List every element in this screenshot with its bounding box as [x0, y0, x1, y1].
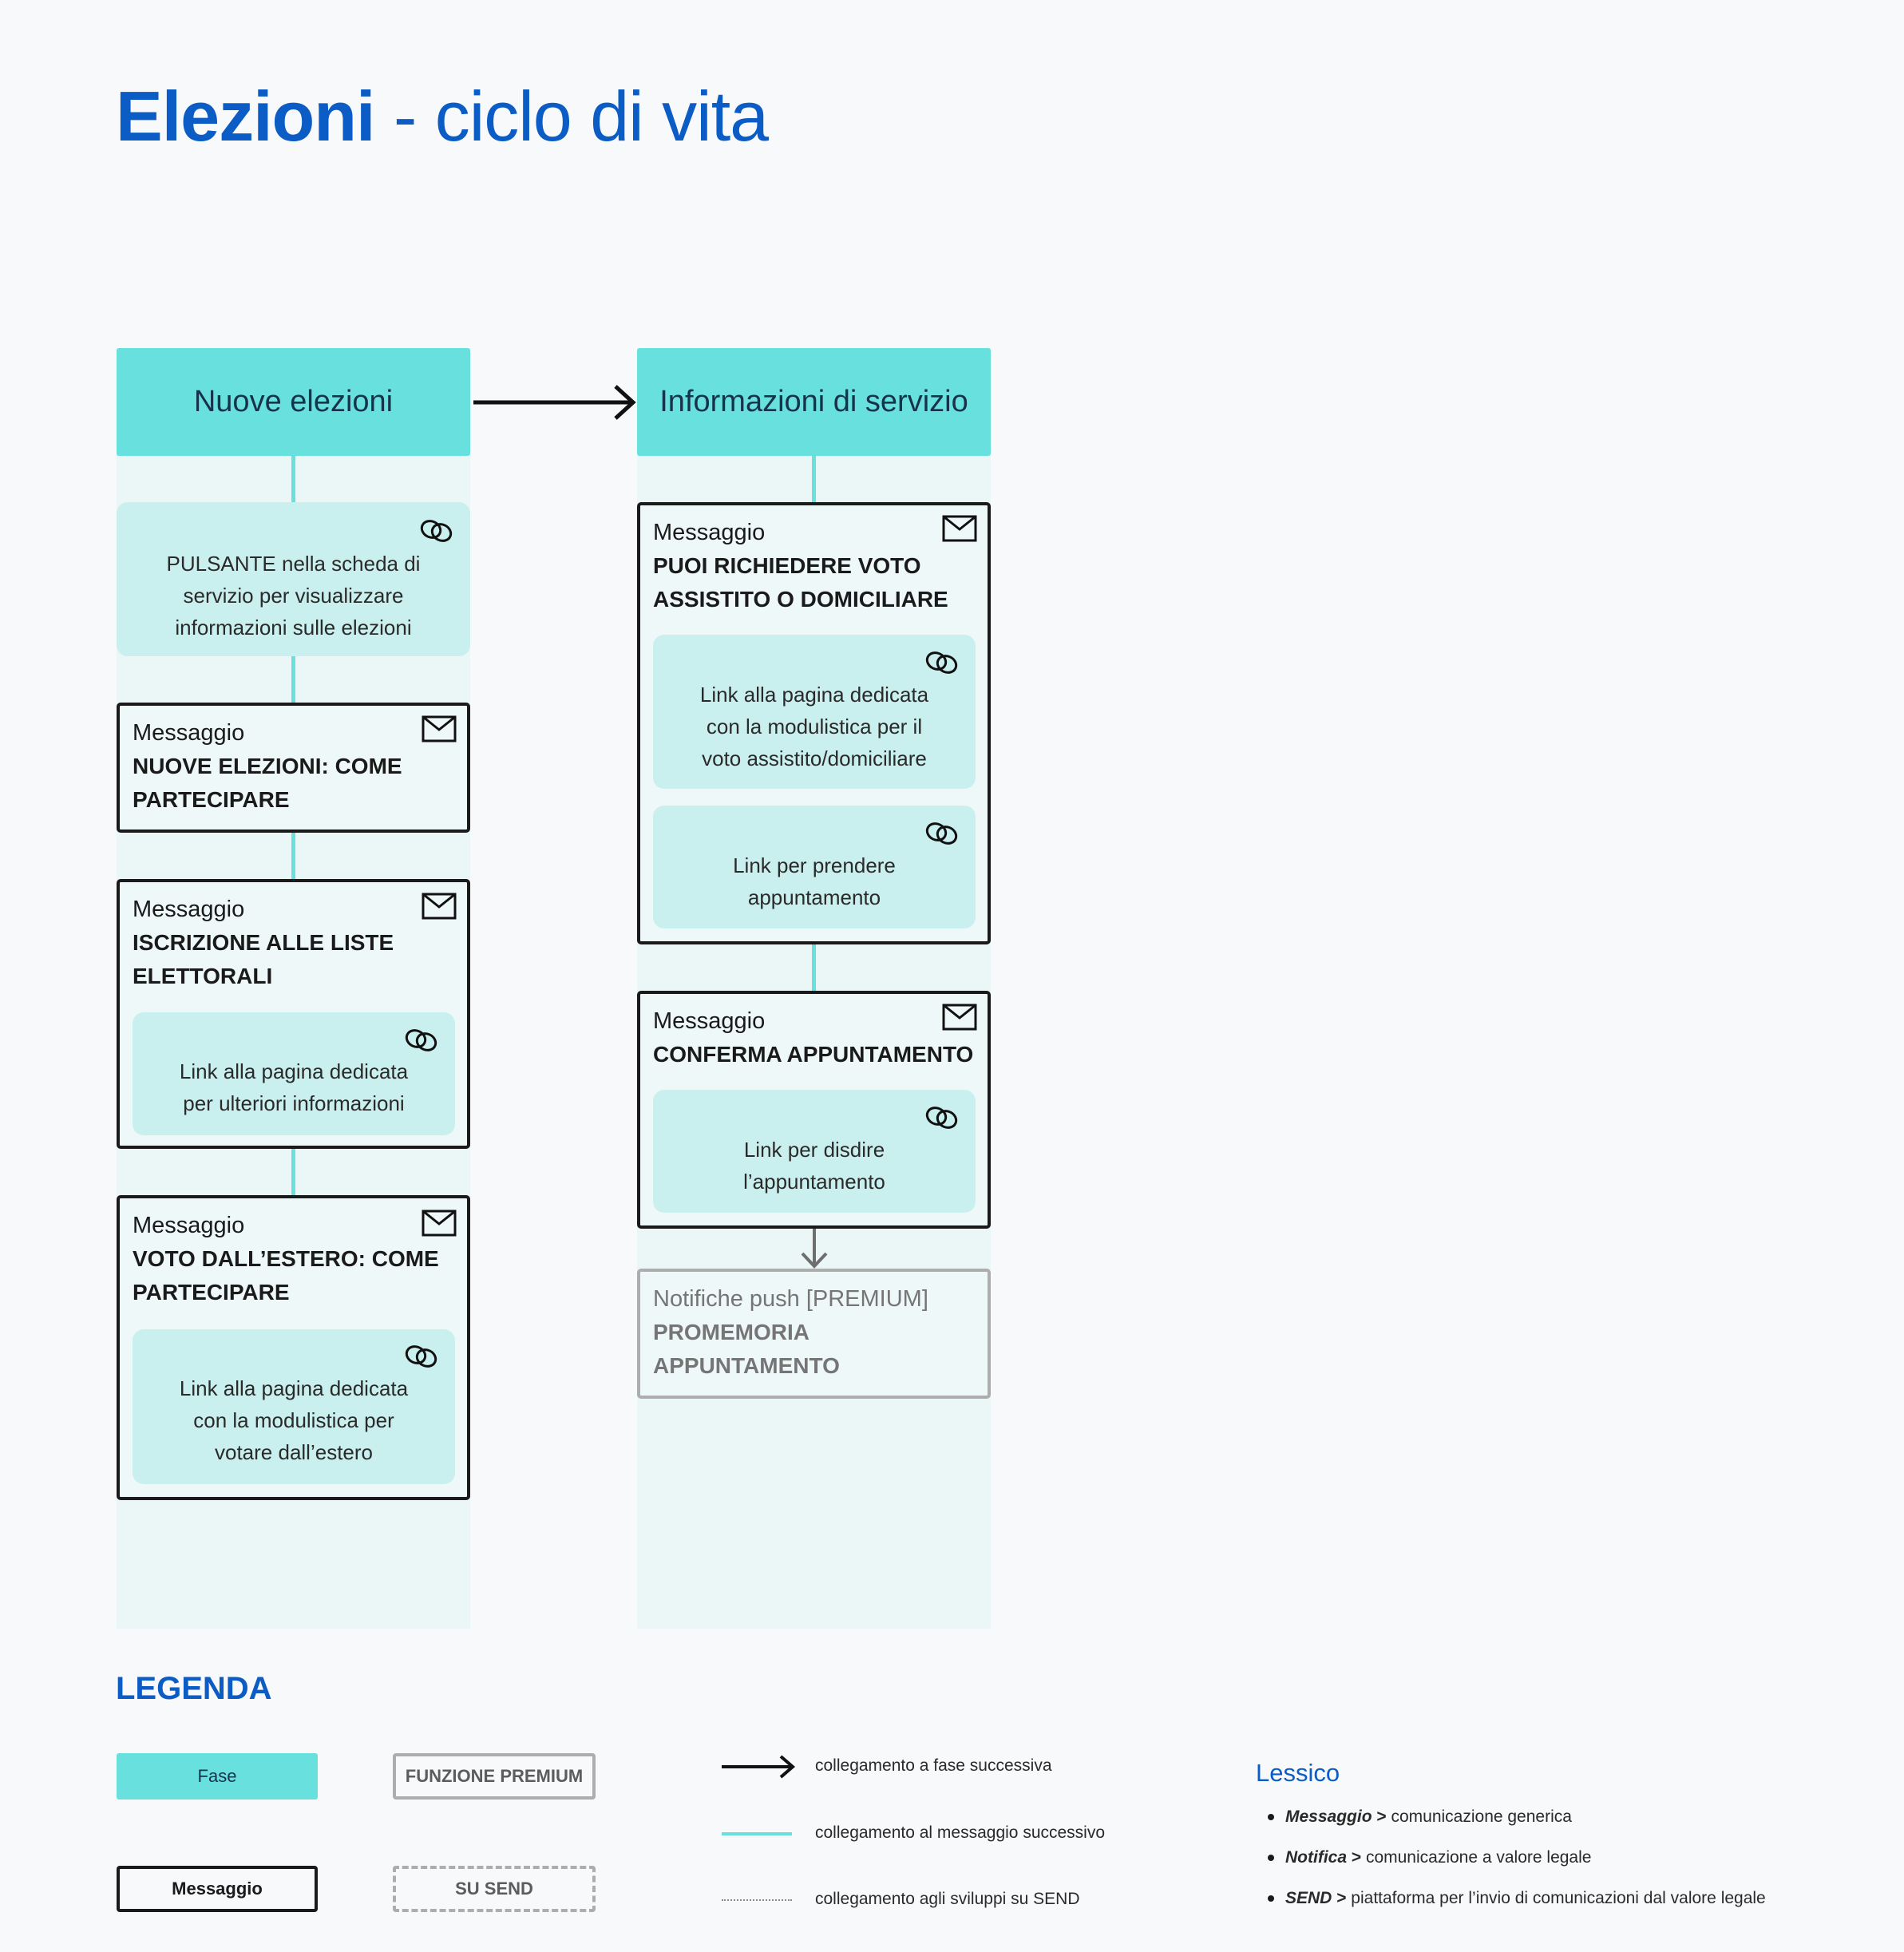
- title-rest: - ciclo di vita: [374, 77, 769, 156]
- bullet-icon: [1268, 1855, 1274, 1862]
- legend-send-label: SU SEND: [455, 1879, 533, 1899]
- legend-premium: FUNZIONE PREMIUM: [393, 1753, 596, 1800]
- connector-line: [291, 656, 295, 703]
- legend-messaggio: Messaggio: [117, 1866, 318, 1912]
- lessico-heading: Lessico: [1256, 1759, 1340, 1787]
- button-card: PULSANTE nella scheda di servizio per vi…: [117, 502, 470, 656]
- link-text: Link per prendere appuntamento: [733, 853, 896, 909]
- link-card[interactable]: Link alla pagina dedicata con la modulis…: [653, 635, 976, 789]
- title-bold: Elezioni: [116, 77, 375, 156]
- envelope-icon: [942, 1004, 977, 1031]
- message-title: CONFERMA APPUNTAMENTO: [653, 1042, 974, 1067]
- lessico-item: Messaggio > comunicazione generica: [1268, 1807, 1572, 1827]
- link-text: Link alla pagina dedicata con la modulis…: [699, 682, 929, 770]
- connector-line: [291, 1149, 295, 1195]
- legend-arrow-icon: [722, 1755, 796, 1779]
- link-card[interactable]: Link alla pagina dedicata per ulteriori …: [133, 1012, 455, 1135]
- envelope-icon: [422, 893, 457, 920]
- link-icon: [419, 517, 454, 544]
- message-box: Messaggio NUOVE ELEZIONI: COME PARTECIPA…: [117, 703, 470, 833]
- link-text: Link alla pagina dedicata con la modulis…: [179, 1376, 409, 1464]
- phase-nuove-elezioni: Nuove elezioni: [117, 348, 470, 456]
- lessico-def: piattaforma per l’invio di comunicazioni…: [1351, 1889, 1766, 1907]
- button-card-text: PULSANTE nella scheda di servizio per vi…: [166, 551, 421, 639]
- legend-send: SU SEND: [393, 1866, 596, 1912]
- phase-informazioni-servizio: Informazioni di servizio: [637, 348, 991, 456]
- legend-fase: Fase: [117, 1753, 318, 1800]
- lessico-term: Messaggio: [1285, 1807, 1372, 1826]
- legend-fase-label: Fase: [197, 1766, 237, 1786]
- message-title: VOTO DALL’ESTERO: COME PARTECIPARE: [133, 1246, 439, 1305]
- connector-line: [291, 833, 295, 879]
- bullet-icon: [1268, 1895, 1274, 1903]
- message-label: Messaggio: [133, 720, 245, 746]
- connector-line: [291, 456, 295, 502]
- legend-premium-label: FUNZIONE PREMIUM: [405, 1766, 584, 1786]
- legend-line-icon: [722, 1832, 792, 1835]
- phase-label: Informazioni di servizio: [659, 385, 968, 418]
- link-icon: [924, 649, 960, 676]
- message-label: Messaggio: [653, 1008, 766, 1034]
- link-card[interactable]: Link per disdire l’appuntamento: [653, 1090, 976, 1213]
- lessico-term: Notifica: [1285, 1848, 1348, 1867]
- link-icon: [404, 1343, 439, 1370]
- envelope-icon: [422, 1210, 457, 1237]
- message-title: PUOI RICHIEDERE VOTO ASSISTITO O DOMICIL…: [653, 553, 948, 612]
- link-icon: [404, 1027, 439, 1054]
- envelope-icon: [422, 715, 457, 742]
- legend-line-text: collegamento al messaggio successivo: [815, 1823, 1106, 1842]
- message-label: Messaggio: [653, 520, 766, 545]
- page-title: Elezioni - ciclo di vita: [116, 76, 769, 157]
- legend-messaggio-label: Messaggio: [172, 1879, 263, 1899]
- legend-heading: LEGENDA: [116, 1671, 272, 1706]
- link-text: Link alla pagina dedicata per ulteriori …: [179, 1059, 409, 1115]
- phase-label: Nuove elezioni: [193, 385, 394, 418]
- lessico-term: SEND: [1285, 1889, 1332, 1907]
- link-text: Link per disdire l’appuntamento: [743, 1138, 885, 1194]
- link-card[interactable]: Link alla pagina dedicata con la modulis…: [133, 1329, 455, 1484]
- lessico-def: comunicazione generica: [1391, 1807, 1572, 1826]
- link-card[interactable]: Link per prendere appuntamento: [653, 806, 976, 928]
- legend-dotted-icon: [722, 1899, 792, 1901]
- lessico-sep: >: [1372, 1807, 1391, 1826]
- connector-line: [812, 944, 816, 991]
- premium-arrow: [801, 1229, 828, 1269]
- connector-line: [812, 456, 816, 502]
- premium-box: Notifiche push [PREMIUM] PROMEMORIA APPU…: [637, 1269, 991, 1399]
- premium-label: Notifiche push [PREMIUM]: [653, 1286, 928, 1312]
- message-label: Messaggio: [133, 897, 245, 922]
- legend-dotted-text: collegamento agli sviluppi su SEND: [815, 1890, 1080, 1908]
- lessico-sep: >: [1332, 1889, 1352, 1907]
- next-phase-arrow: [473, 385, 636, 420]
- link-icon: [924, 1104, 960, 1131]
- premium-title: PROMEMORIA APPUNTAMENTO: [653, 1320, 840, 1378]
- lessico-item: SEND > piattaforma per l’invio di comuni…: [1268, 1889, 1766, 1908]
- bullet-icon: [1268, 1814, 1274, 1821]
- legend-arrow-text: collegamento a fase successiva: [815, 1756, 1052, 1775]
- message-label: Messaggio: [133, 1213, 245, 1238]
- lessico-def: comunicazione a valore legale: [1365, 1848, 1592, 1867]
- lessico-sep: >: [1347, 1848, 1366, 1867]
- lessico-item: Notifica > comunicazione a valore legale: [1268, 1848, 1591, 1867]
- envelope-icon: [942, 515, 977, 542]
- link-icon: [924, 820, 960, 847]
- message-title: NUOVE ELEZIONI: COME PARTECIPARE: [133, 754, 402, 812]
- message-title: ISCRIZIONE ALLE LISTE ELETTORALI: [133, 930, 394, 988]
